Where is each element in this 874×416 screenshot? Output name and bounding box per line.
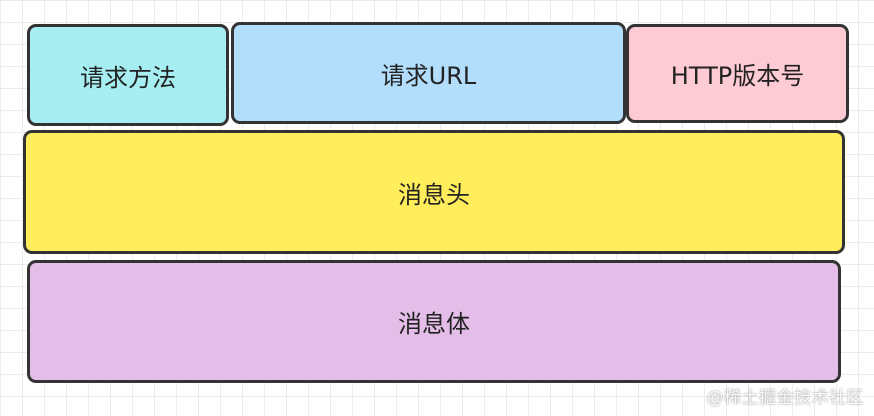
message-headers-label: 消息头 xyxy=(398,180,470,209)
request-url-box: 请求URL xyxy=(231,22,626,124)
http-version-label: HTTP版本号 xyxy=(670,62,805,90)
message-body-label: 消息体 xyxy=(398,310,470,338)
watermark: @稀土掘金技术社区 xyxy=(706,388,864,408)
message-headers-box: 消息头 xyxy=(23,130,845,254)
http-version-box: HTTP版本号 xyxy=(626,24,849,123)
request-method-box: 请求方法 xyxy=(27,24,229,126)
request-url-label: 请求URL xyxy=(380,61,477,90)
message-body-box: 消息体 xyxy=(27,260,841,383)
request-method-label: 请求方法 xyxy=(80,63,176,92)
